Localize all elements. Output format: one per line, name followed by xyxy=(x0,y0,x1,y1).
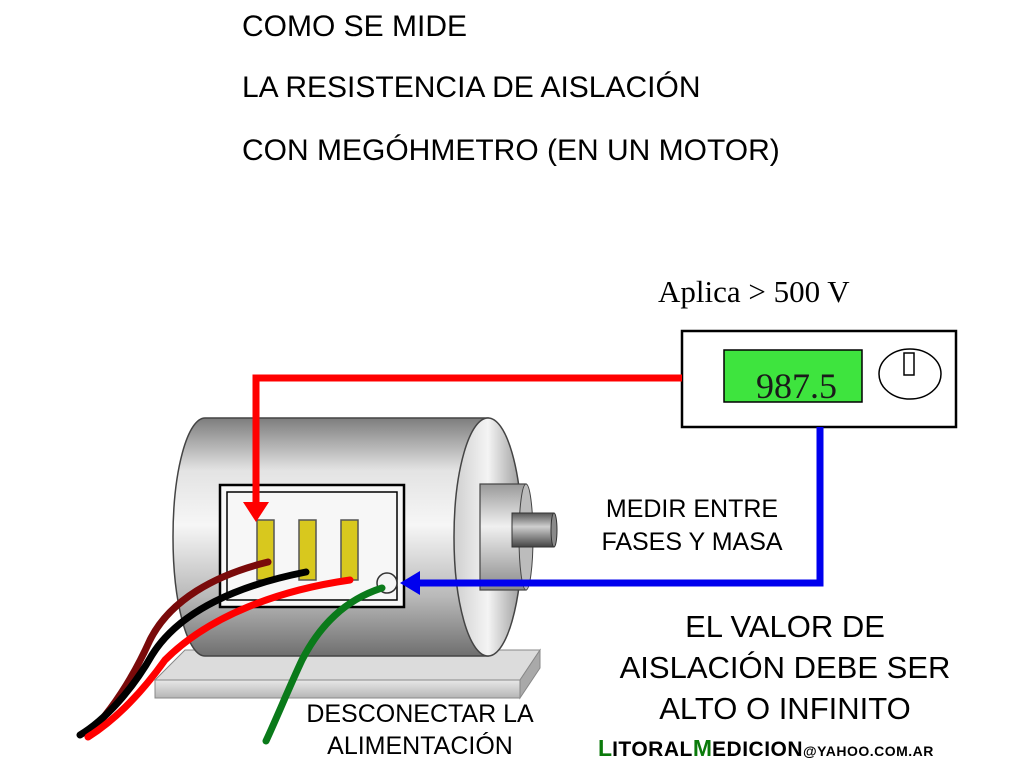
insulation-value-note: EL VALOR DE AISLACIÓN DEBE SER ALTO O IN… xyxy=(590,606,980,729)
terminal-1 xyxy=(256,519,275,581)
brand-m: M xyxy=(692,735,713,761)
megger-display xyxy=(723,349,863,403)
brand-edicion: EDICION xyxy=(712,738,804,761)
brand-footer: LITORALMEDICION@YAHOO.COM.AR xyxy=(598,735,934,765)
disconnect-note-line-1: DESCONECTAR LA xyxy=(306,700,534,728)
brand-domain: @YAHOO.COM.AR xyxy=(803,743,934,759)
measure-note-line-2: FASES Y MASA xyxy=(601,528,783,556)
brand-l: L xyxy=(598,735,613,761)
value-note-line-3: ALTO O INFINITO xyxy=(659,691,911,726)
red-test-lead xyxy=(243,374,682,522)
wire-black xyxy=(76,568,310,739)
wire-green xyxy=(262,584,386,745)
value-note-line-1: EL VALOR DE xyxy=(685,609,885,644)
voltage-label: Aplica > 500 V xyxy=(658,274,850,309)
wire-red xyxy=(84,576,354,741)
title-line-2: LA RESISTENCIA DE AISLACIÓN xyxy=(242,71,701,104)
terminal-3 xyxy=(340,519,359,581)
megger-reading: 987.5 xyxy=(756,366,837,406)
terminal-2 xyxy=(298,519,317,581)
rotary-knob-icon xyxy=(878,348,942,400)
brand-itoral: ITORAL xyxy=(612,738,693,761)
value-note-line-2: AISLACIÓN DEBE SER xyxy=(619,650,951,685)
title-line-1: COMO SE MIDE xyxy=(242,10,468,43)
measure-note: MEDIR ENTRE FASES Y MASA xyxy=(582,493,802,559)
measure-note-line-1: MEDIR ENTRE xyxy=(605,495,779,523)
motor-base xyxy=(153,648,541,700)
disconnect-note-line-2: ALIMENTACIÓN xyxy=(327,732,513,760)
title-line-3: CON MEGÓHMETRO (EN UN MOTOR) xyxy=(242,134,780,167)
megohmmeter: 987.5 xyxy=(680,329,958,429)
supply-wires xyxy=(76,558,386,745)
blue-test-lead xyxy=(400,427,824,595)
disconnect-note: DESCONECTAR LA ALIMENTACIÓN xyxy=(282,698,558,762)
